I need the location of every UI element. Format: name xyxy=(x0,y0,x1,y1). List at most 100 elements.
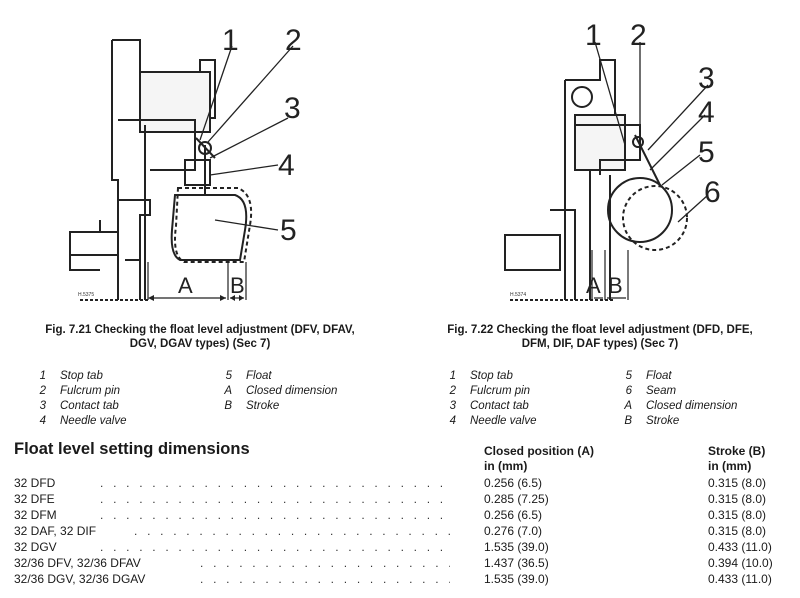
key-num: B xyxy=(624,415,632,427)
key-num: 1 xyxy=(449,370,456,382)
callout-5: 5 xyxy=(280,214,297,247)
figure-7-22-caption: Fig. 7.22 Checking the float level adjus… xyxy=(400,323,800,351)
header-line-1: Stroke (B) xyxy=(708,444,766,458)
header-line-2: in (mm) xyxy=(708,459,752,473)
column-header-stroke: Stroke (B) in (mm) xyxy=(708,444,765,474)
table-row: 32 DFM . . . . . . . . . . . . . . . . .… xyxy=(14,507,796,523)
key-item: 1 Stop tab xyxy=(438,369,536,384)
leader-dots: . . . . . . . . . . . . . . . . . . . . … xyxy=(134,524,450,538)
dimensions-table: 32 DFD . . . . . . . . . . . . . . . . .… xyxy=(14,475,796,587)
key-item: 4 Needle valve xyxy=(28,414,127,429)
key-item: 2 Fulcrum pin xyxy=(438,384,536,399)
key-text: Fulcrum pin xyxy=(60,385,121,397)
header-line-2: in (mm) xyxy=(484,459,528,473)
model-cell: 32 DFE xyxy=(14,492,55,506)
closed-cell: 0.256 (6.5) xyxy=(484,476,543,490)
key-text: Stop tab xyxy=(60,370,103,382)
model-cell: 32 DGV xyxy=(14,540,57,554)
leader-dots: . . . . . . . . . . . . . . . . . . . . … xyxy=(200,556,450,570)
key-item: B Stroke xyxy=(214,399,337,414)
key-item: 4 Needle valve xyxy=(438,414,537,429)
callout-5: 5 xyxy=(698,136,715,169)
closed-cell: 0.276 (7.0) xyxy=(484,524,543,538)
callout-6: 6 xyxy=(704,176,721,209)
key-text: Needle valve xyxy=(60,415,127,427)
table-row: 32 DFD . . . . . . . . . . . . . . . . .… xyxy=(14,475,796,491)
closed-cell: 1.535 (39.0) xyxy=(484,572,549,586)
figure-7-21-drawing: 1 2 3 4 5 A B H.5375 xyxy=(69,24,302,301)
leader-dots: . . . . . . . . . . . . . . . . . . . . … xyxy=(100,540,450,554)
dimension-label-b: B xyxy=(608,273,623,298)
dimension-label-b: B xyxy=(230,273,245,298)
key-num: 2 xyxy=(39,385,46,397)
key-num: 3 xyxy=(449,400,456,412)
drawing-ref: H.5375 xyxy=(78,292,94,298)
column-header-closed-position: Closed position (A) in (mm) xyxy=(484,444,594,474)
key-num: 4 xyxy=(39,415,46,427)
key-text: Contact tab xyxy=(470,400,529,412)
model-cell: 32/36 DFV, 32/36 DFAV xyxy=(14,556,141,570)
key-text: Stroke xyxy=(646,415,680,427)
table-title: Float level setting dimensions xyxy=(14,440,250,458)
stroke-cell: 0.315 (8.0) xyxy=(708,476,767,490)
key-text: Needle valve xyxy=(470,415,537,427)
table-row: 32 DAF, 32 DIF . . . . . . . . . . . . .… xyxy=(14,523,796,539)
leader-dots: . . . . . . . . . . . . . . . . . . . . … xyxy=(200,572,450,586)
closed-cell: 0.256 (6.5) xyxy=(484,508,543,522)
figure-7-22-key-left: 1 Stop tab 2 Fulcrum pin 3 Contact tab 4 Nee… xyxy=(438,369,537,429)
key-item: 3 Contact tab xyxy=(438,399,536,414)
callout-3: 3 xyxy=(284,92,301,125)
key-num: A xyxy=(224,385,232,397)
key-item: 2 Fulcrum pin xyxy=(28,384,126,399)
table-row: 32 DFE . . . . . . . . . . . . . . . . .… xyxy=(14,491,796,507)
figure-7-22-drawing: 1 2 3 4 5 6 A B H.5374 xyxy=(504,19,721,301)
stroke-cell: 0.394 (10.0) xyxy=(708,556,773,570)
drawing-ref: H.5374 xyxy=(510,292,526,298)
key-text: Float xyxy=(246,370,272,382)
key-text: Closed dimension xyxy=(646,400,738,412)
leader-dots: . . . . . . . . . . . . . . . . . . . . … xyxy=(100,476,450,490)
stroke-cell: 0.433 (11.0) xyxy=(708,540,772,554)
caption-line-2: DFM, DIF, DAF types) (Sec 7) xyxy=(521,338,679,350)
leader-dots: . . . . . . . . . . . . . . . . . . . . … xyxy=(100,492,450,506)
callout-1: 1 xyxy=(585,19,602,52)
key-text: Float xyxy=(646,370,672,382)
key-text: Fulcrum pin xyxy=(470,385,531,397)
stroke-cell: 0.315 (8.0) xyxy=(708,524,767,538)
figure-7-21-caption: Fig. 7.21 Checking the float level adjus… xyxy=(0,323,400,351)
caption-line-2: DGV, DGAV types) (Sec 7) xyxy=(129,338,271,350)
closed-cell: 0.285 (7.25) xyxy=(484,492,549,506)
stroke-cell: 0.315 (8.0) xyxy=(708,508,767,522)
key-num: B xyxy=(224,400,232,412)
table-row: 32/36 DGV, 32/36 DGAV . . . . . . . . . … xyxy=(14,571,796,587)
model-cell: 32 DAF, 32 DIF xyxy=(14,524,97,538)
key-num: 5 xyxy=(625,370,632,382)
key-item: B Stroke xyxy=(614,414,737,429)
key-num: 5 xyxy=(225,370,232,382)
closed-cell: 1.437 (36.5) xyxy=(484,556,549,570)
closed-cell: 1.535 (39.0) xyxy=(484,540,549,554)
key-text: Stroke xyxy=(246,400,280,412)
key-num: 6 xyxy=(625,385,632,397)
callout-4: 4 xyxy=(698,96,715,129)
key-num: 3 xyxy=(39,400,46,412)
key-num: 4 xyxy=(449,415,456,427)
dimension-label-a: A xyxy=(586,273,601,298)
dimension-label-a: A xyxy=(178,273,193,298)
key-text: Contact tab xyxy=(60,400,119,412)
model-cell: 32 DFM xyxy=(14,508,57,522)
callout-1: 1 xyxy=(222,24,239,57)
key-num: 2 xyxy=(449,385,456,397)
model-cell: 32 DFD xyxy=(14,476,56,490)
stroke-cell: 0.315 (8.0) xyxy=(708,492,767,506)
key-text: Stop tab xyxy=(470,370,513,382)
key-item: 3 Contact tab xyxy=(28,399,126,414)
callout-4: 4 xyxy=(278,149,295,182)
callout-2: 2 xyxy=(630,19,647,52)
